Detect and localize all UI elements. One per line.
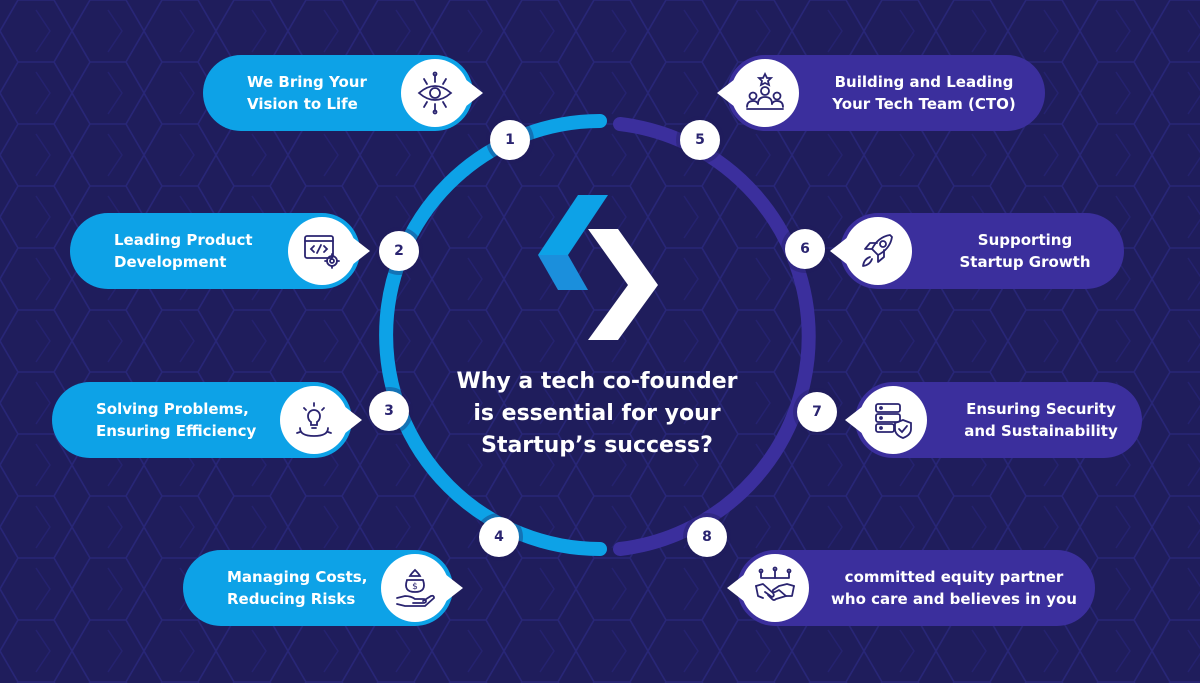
item-3-card: Solving Problems, Ensuring Efficiency — [52, 382, 362, 458]
team-leader-icon — [717, 59, 799, 127]
title-line-3: Startup’s success? — [481, 433, 713, 458]
item-4-card: Managing Costs, Reducing Risks $ — [183, 550, 463, 626]
item-2-card: Leading Product Development — [70, 213, 370, 289]
item-7-label: Ensuring Security and Sustainability — [964, 400, 1118, 440]
step-number-1: 1 — [490, 120, 530, 160]
step-number-8: 8 — [687, 517, 727, 557]
item-6-card: Supporting Startup Growth — [830, 213, 1124, 289]
item-7-card: Ensuring Security and Sustainability — [845, 382, 1142, 458]
rocket-icon — [830, 217, 912, 285]
handshake-icon — [727, 554, 809, 622]
step-number-4: 4 — [479, 517, 519, 557]
step-number-6: 6 — [785, 229, 825, 269]
item-8-label: committed equity partner who care and be… — [831, 568, 1077, 608]
code-gear-icon — [288, 217, 370, 285]
brand-logo — [538, 195, 658, 340]
item-5-card: Building and Leading Your Tech Team (CTO… — [717, 55, 1045, 131]
main-title: Why a tech co-founder is essential for y… — [432, 366, 762, 462]
step-number-5: 5 — [680, 120, 720, 160]
svg-text:$: $ — [412, 582, 418, 592]
item-6-label: Supporting Startup Growth — [959, 231, 1091, 271]
item-1-card: We Bring Your Vision to Life — [203, 55, 483, 131]
server-shield-icon — [845, 386, 927, 454]
money-hand-icon: $ — [381, 554, 463, 622]
step-number-7: 7 — [797, 392, 837, 432]
title-line-1: Why a tech co-founder — [456, 369, 738, 394]
item-2-label: Leading Product Development — [114, 231, 253, 271]
lightbulb-gear-icon — [280, 386, 362, 454]
title-line-2: is essential for your — [473, 401, 721, 426]
step-number-2: 2 — [379, 231, 419, 271]
step-number-3: 3 — [369, 391, 409, 431]
item-8-card: committed equity partner who care and be… — [727, 550, 1095, 626]
item-1-label: We Bring Your Vision to Life — [247, 73, 367, 113]
eye-network-icon — [401, 59, 483, 127]
item-3-label: Solving Problems, Ensuring Efficiency — [96, 400, 257, 440]
item-5-label: Building and Leading Your Tech Team (CTO… — [832, 73, 1016, 113]
item-4-label: Managing Costs, Reducing Risks — [227, 568, 368, 608]
